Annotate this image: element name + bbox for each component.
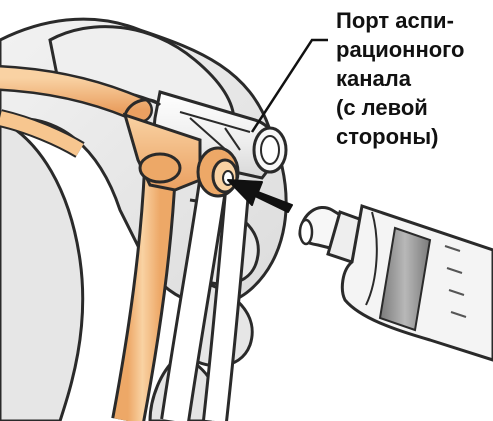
callout-line-4: (с левой xyxy=(336,93,492,122)
aspiration-port xyxy=(198,148,238,196)
syringe-icon xyxy=(300,206,493,360)
hand-left-edge xyxy=(0,120,83,421)
callout-line-1: Порт аспи- xyxy=(336,6,492,35)
callout-line-3: канала xyxy=(336,64,492,93)
callout-line-2: рационного xyxy=(336,35,492,64)
port-callout-label: Порт аспи- рационного канала (с левой ст… xyxy=(336,6,492,151)
callout-line-5: стороны) xyxy=(336,122,492,151)
